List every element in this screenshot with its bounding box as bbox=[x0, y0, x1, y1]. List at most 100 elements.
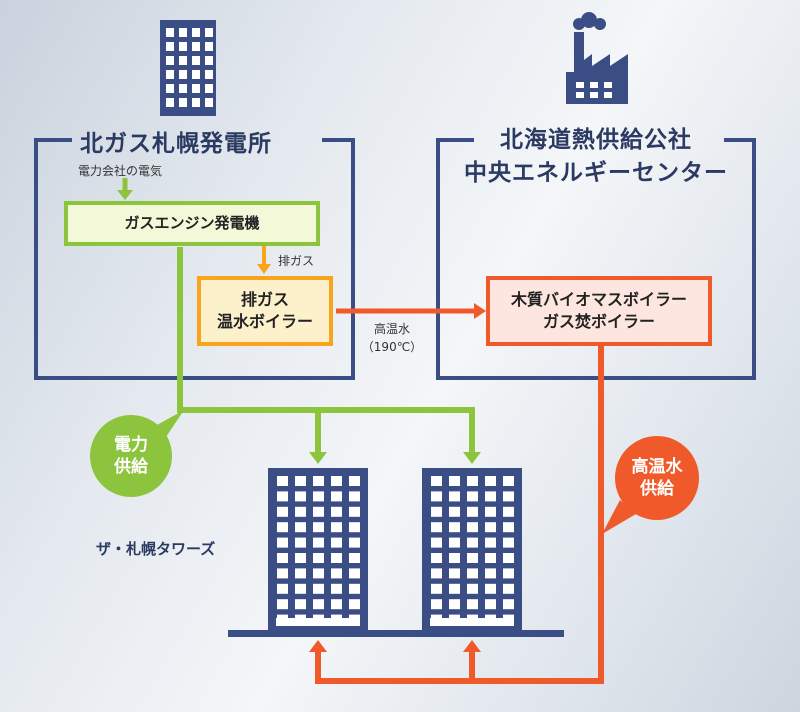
tower-window bbox=[485, 506, 496, 517]
tower-window bbox=[295, 583, 306, 594]
tower-window bbox=[431, 583, 442, 594]
tower-window bbox=[431, 491, 442, 502]
building-window bbox=[192, 84, 200, 93]
tower-window bbox=[331, 599, 342, 610]
hot-water-supply-text: 高温水 供給 bbox=[617, 456, 697, 500]
tower-window bbox=[449, 491, 460, 502]
building-window bbox=[166, 28, 174, 37]
biomass-boiler-line-1: 木質バイオマスボイラー bbox=[510, 290, 687, 310]
tower-window bbox=[295, 599, 306, 610]
tower-window bbox=[331, 568, 342, 579]
building-window bbox=[166, 98, 174, 107]
tower-window bbox=[349, 568, 360, 579]
tower-window bbox=[277, 506, 288, 517]
tower-window bbox=[503, 476, 514, 486]
tower-window bbox=[331, 491, 342, 502]
tower-window bbox=[503, 506, 514, 517]
right-facility-title: 北海道熱供給公社 中央エネルギーセンター bbox=[438, 124, 754, 191]
tower-window bbox=[349, 599, 360, 610]
tower-window bbox=[503, 491, 514, 502]
right-facility-title-line-2: 中央エネルギーセンター bbox=[464, 160, 728, 187]
exhaust-gas-boiler-line-2: 温水ボイラー bbox=[216, 312, 313, 331]
power-supply-line bbox=[177, 247, 475, 456]
hot-water-label-line-2: （190℃） bbox=[361, 340, 423, 354]
tower-window bbox=[313, 568, 324, 579]
tower-window bbox=[331, 537, 342, 548]
tower-window bbox=[449, 537, 460, 548]
building-window bbox=[166, 42, 174, 51]
tower-window bbox=[349, 583, 360, 594]
tower-window bbox=[313, 491, 324, 502]
right-facility-title-line-1: 北海道熱供給公社 bbox=[500, 127, 692, 153]
tower-window bbox=[449, 476, 460, 486]
tower-window bbox=[295, 476, 306, 486]
tower-window bbox=[485, 553, 496, 563]
factory-icon bbox=[566, 12, 628, 104]
tower-window bbox=[503, 537, 514, 548]
exhaust-gas-label: 排ガス bbox=[278, 254, 315, 268]
power-supply-bubble bbox=[90, 410, 184, 497]
tower-window bbox=[449, 553, 460, 563]
building-window bbox=[205, 84, 213, 93]
tower-window bbox=[331, 553, 342, 563]
building-window bbox=[179, 84, 187, 93]
building-window bbox=[179, 70, 187, 79]
tower-window bbox=[503, 522, 514, 533]
biomass-boiler-line-2: ガス焚ボイラー bbox=[542, 312, 655, 331]
tower-window bbox=[295, 491, 306, 502]
tower-window bbox=[349, 537, 360, 548]
tower-window bbox=[349, 506, 360, 517]
tower-window bbox=[313, 583, 324, 594]
tower-window bbox=[485, 476, 496, 486]
tower-window bbox=[295, 553, 306, 563]
tower-window bbox=[467, 491, 478, 502]
tower-window bbox=[277, 583, 288, 594]
tower-window bbox=[277, 476, 288, 486]
tower-window bbox=[313, 553, 324, 563]
ground-line bbox=[228, 630, 564, 637]
hot-water-supply-line bbox=[315, 346, 604, 684]
tower-window bbox=[503, 599, 514, 610]
power-supply-line-1: 電力 bbox=[114, 435, 148, 455]
tower-window bbox=[431, 522, 442, 533]
power-supply-line-2: 供給 bbox=[114, 457, 148, 478]
building-window bbox=[205, 70, 213, 79]
tower-window bbox=[295, 568, 306, 579]
tower-window bbox=[313, 506, 324, 517]
tower-window bbox=[467, 568, 478, 579]
tower-window bbox=[277, 568, 288, 579]
exhaust-arrow bbox=[257, 264, 271, 274]
tower-window bbox=[331, 522, 342, 533]
tower-window bbox=[349, 522, 360, 533]
building-window bbox=[192, 28, 200, 37]
hot-water-supply-line-1: 高温水 bbox=[631, 457, 683, 477]
building-window bbox=[179, 56, 187, 65]
tower-window bbox=[313, 599, 324, 610]
tower-window bbox=[295, 506, 306, 517]
tower-window bbox=[449, 583, 460, 594]
hot-water-label-line-1: 高温水 bbox=[373, 322, 410, 336]
gas-engine-generator-label: ガスエンジン発電機 bbox=[124, 214, 260, 233]
building-window bbox=[192, 98, 200, 107]
tower-window bbox=[503, 568, 514, 579]
tower-window bbox=[277, 491, 288, 502]
exhaust-gas-boiler-box: 排ガス 温水ボイラー bbox=[197, 276, 333, 346]
building-window bbox=[166, 56, 174, 65]
tower-window bbox=[467, 553, 478, 563]
tower-base-band bbox=[276, 618, 360, 626]
tower-building-icon bbox=[268, 468, 522, 630]
tower-window bbox=[349, 476, 360, 486]
office-building-icon bbox=[160, 20, 216, 116]
tower-window bbox=[277, 599, 288, 610]
tower-window bbox=[467, 522, 478, 533]
tower-window bbox=[449, 599, 460, 610]
tower-window bbox=[467, 476, 478, 486]
tower-base-band bbox=[430, 618, 514, 626]
tower-window bbox=[431, 537, 442, 548]
building-window bbox=[192, 56, 200, 65]
tower-window bbox=[485, 568, 496, 579]
left-facility-frame bbox=[34, 138, 355, 380]
tower-window bbox=[349, 553, 360, 563]
right-facility-frame bbox=[436, 138, 756, 380]
